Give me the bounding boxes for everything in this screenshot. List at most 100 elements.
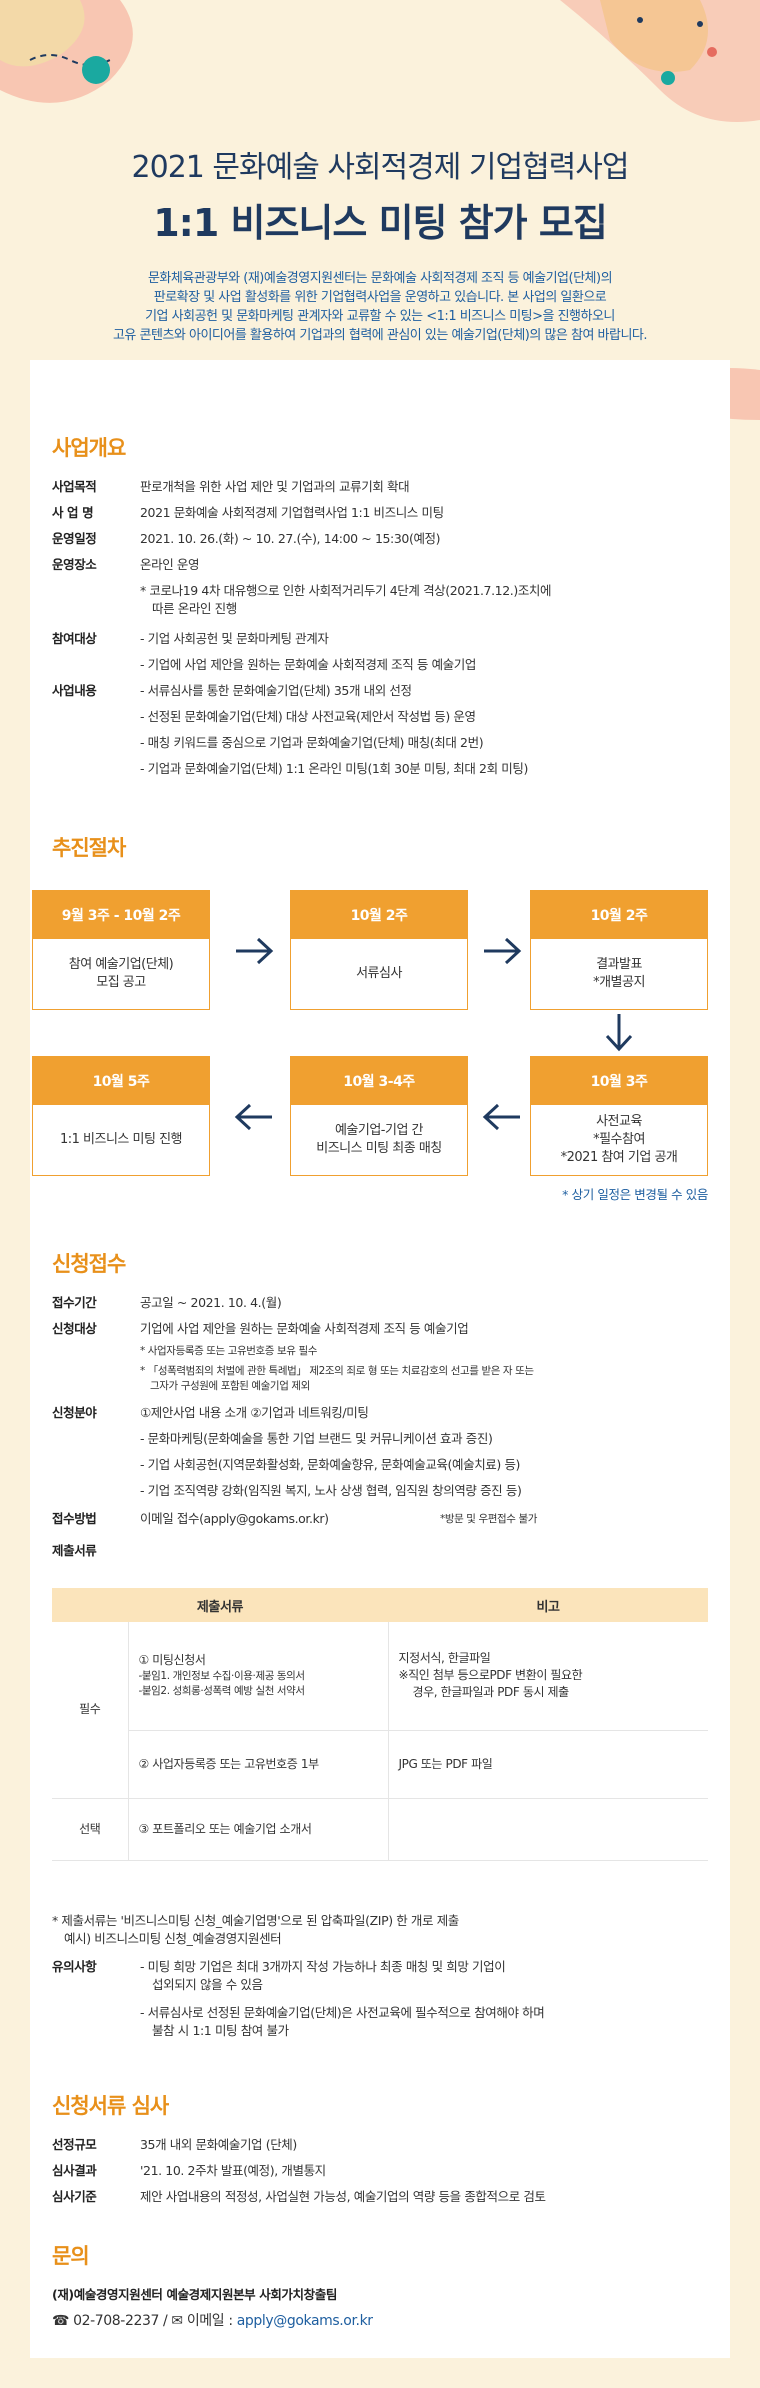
mail-icon: ✉ (171, 2313, 183, 2329)
table-cell: ③ 포트폴리오 또는 예술기업 소개서 (128, 1798, 389, 1861)
step-date: 10월 3주 (531, 1057, 707, 1105)
table-row: 필수 ① 미팅신청서 -붙임1. 개인정보 수집·이용·제공 동의서 -붙임2.… (52, 1622, 708, 1799)
process-step-2: 10월 2주 서류심사 (290, 890, 468, 1010)
row-value: - 기업 사회공헌(지역문화활성화, 문화예술향유, 문화예술교육(예술치료) … (140, 1457, 521, 1472)
process-step-6: 10월 5주 1:1 비즈니스 미팅 진행 (32, 1056, 210, 1176)
step-desc: 1:1 비즈니스 미팅 진행 (33, 1105, 209, 1175)
step-line: *2021 참여 기업 공개 (560, 1150, 678, 1165)
table-cell: 지정서식, 한글파일 ※직인 첨부 등으로PDF 변환이 필요한 경우, 한글파… (388, 1622, 708, 1731)
intro-line: 기업 사회공헌 및 문화마케팅 관계자와 교류할 수 있는 <1:1 비즈니스 … (145, 309, 615, 324)
step-desc: 결과발표 *개별공지 (531, 939, 707, 1009)
phone-icon: ☎ (52, 2313, 70, 2329)
doc-line: -붙임2. 성희롱·성폭력 예방 실천 서약서 (138, 1685, 306, 1698)
arrow-right-icon (236, 937, 274, 965)
step-date: 10월 2주 (531, 891, 707, 939)
target-note: * 「성폭력범죄의 처벌에 관한 특례법」 제2조의 죄로 형 또는 치료감호의… (140, 1365, 534, 1377)
method-note: *방문 및 우편접수 불가 (440, 1513, 538, 1525)
step-line: 예술기업-기업 간 (334, 1123, 424, 1138)
doc-note: 지정서식, 한글파일 (398, 1651, 491, 1666)
arrow-down-icon (605, 1014, 633, 1052)
contact-line: ☎ 02-708-2237 / ✉ 이메일 : apply@gokams.or.… (52, 2312, 373, 2330)
step-line: 비즈니스 미팅 최종 매칭 (316, 1141, 442, 1156)
header-intro: 문화체육관광부와 (재)예술경영지원센터는 문화예술 사회적경제 조직 등 예술… (0, 269, 760, 345)
table-header-row: 제출서류 비고 (52, 1588, 708, 1622)
table-cell: ① 미팅신청서 -붙임1. 개인정보 수집·이용·제공 동의서 -붙임2. 성희… (128, 1622, 389, 1731)
row-value: 공고일 ~ 2021. 10. 4.(월) (140, 1295, 282, 1310)
row-value: - 매칭 키워드를 중심으로 기업과 문화예술기업(단체) 매칭(최대 2번) (140, 735, 484, 750)
place-note: * 코로나19 4차 대유행으로 인한 사회적거리두기 4단계 격상(2021.… (140, 583, 552, 598)
process-title: 추진절차 (52, 836, 126, 860)
apply-email-link[interactable]: 이메일 접수(apply@gokams.or.kr) (140, 1511, 329, 1526)
doc-line: -붙임1. 개인정보 수집·이용·제공 동의서 (138, 1670, 306, 1683)
step-line: 참여 예술기업(단체) (68, 957, 174, 972)
row-value: 불참 시 1:1 미팅 참여 불가 (152, 2023, 289, 2038)
step-line: *개별공지 (593, 975, 645, 990)
step-line: 사전교육 (596, 1114, 642, 1129)
table-cell: 선택 (52, 1798, 129, 1861)
contact-title: 문의 (52, 2244, 90, 2268)
header-title: 1:1 비즈니스 미팅 참가 모집 (153, 201, 608, 245)
table-header: 비고 (388, 1588, 708, 1622)
contact-org: (재)예술경영지원센터 예술경제지원본부 사회가치창출팀 (52, 2287, 337, 2302)
row-key: 참여대상 (52, 631, 97, 646)
step-line: 서류심사 (356, 966, 402, 981)
row-value: - 문화마케팅(문화예술을 통한 기업 브랜드 및 커뮤니케이션 효과 증진) (140, 1431, 493, 1446)
process-step-4: 10월 3주 사전교육 *필수참여 *2021 참여 기업 공개 (530, 1056, 708, 1176)
header-subtitle: 2021 문화예술 사회적경제 기업협력사업 (131, 150, 630, 185)
row-value: - 미팅 희망 기업은 최대 3개까지 작성 가능하나 최종 매칭 및 희망 기… (140, 1959, 506, 1974)
step-desc: 참여 예술기업(단체) 모집 공고 (33, 939, 209, 1009)
row-value: - 서류심사를 통한 문화예술기업(단체) 35개 내외 선정 (140, 683, 412, 698)
row-value: 기업에 사업 제안을 원하는 문화예술 사회적경제 조직 등 예술기업 (140, 1321, 469, 1336)
contact-email-label: 이메일 : (186, 2313, 233, 2329)
step-line: 결과발표 (596, 957, 642, 972)
step-date: 10월 3-4주 (291, 1057, 467, 1105)
intro-line: 문화체육관광부와 (재)예술경영지원센터는 문화예술 사회적경제 조직 등 예술… (147, 271, 613, 286)
step-line: *필수참여 (593, 1132, 645, 1147)
row-key: 사 업 명 (52, 505, 94, 520)
table-cell: JPG 또는 PDF 파일 (388, 1730, 708, 1799)
arrow-left-icon (234, 1103, 272, 1131)
row-value: 2021 문화예술 사회적경제 기업협력사업 1:1 비즈니스 미팅 (140, 505, 444, 520)
intro-line: 판로확장 및 사업 활성화를 위한 기업협력사업을 운영하고 있습니다. 본 사… (153, 290, 607, 305)
row-value: - 기업 사회공헌 및 문화마케팅 관계자 (140, 631, 329, 646)
step-date: 10월 2주 (291, 891, 467, 939)
row-key: 사업목적 (52, 479, 97, 494)
step-desc: 사전교육 *필수참여 *2021 참여 기업 공개 (531, 1105, 707, 1175)
arrow-left-icon (482, 1103, 520, 1131)
intro-line: 고유 콘텐츠와 아이디어를 활용하여 기업과의 협력에 관심이 있는 예술기업(… (112, 328, 648, 343)
row-value: 섭외되지 않을 수 있음 (152, 1977, 263, 1992)
table-header: 제출서류 (52, 1588, 388, 1622)
step-date: 9월 3주 - 10월 2주 (33, 891, 209, 939)
row-value: 온라인 운영 (140, 557, 200, 572)
table-cell: 필수 (52, 1622, 129, 1799)
step-desc: 서류심사 (291, 939, 467, 1009)
row-value: 35개 내외 문화예술기업 (단체) (140, 2137, 297, 2152)
table-cell: ② 사업자등록증 또는 고유번호증 1부 (128, 1730, 389, 1799)
row-value: - 기업 조직역량 강화(임직원 복지, 노사 상생 협력, 임직원 창의역량 … (140, 1483, 522, 1498)
arrow-right-icon (484, 937, 522, 965)
row-value: - 선정된 문화예술기업(단체) 대상 사전교육(제안서 작성법 등) 운영 (140, 709, 476, 724)
row-key: 유의사항 (52, 1959, 97, 1974)
step-line: 모집 공고 (96, 975, 146, 990)
row-key: 접수기간 (52, 1295, 97, 1310)
row-value: - 기업에 사업 제안을 원하는 문화예술 사회적경제 조직 등 예술기업 (140, 657, 476, 672)
row-key: 운영일정 (52, 531, 97, 546)
contact-email-link[interactable]: apply@gokams.or.kr (236, 2313, 373, 2329)
docs-table: 제출서류 비고 필수 ① 미팅신청서 -붙임1. 개인정보 수집·이용·제공 동… (52, 1588, 708, 1861)
process-step-3: 10월 2주 결과발표 *개별공지 (530, 890, 708, 1010)
docs-note: 예시) 비즈니스미팅 신청_예술경영지원센터 (64, 1931, 282, 1946)
table-row: ② 사업자등록증 또는 고유번호증 1부 JPG 또는 PDF 파일 (52, 1730, 708, 1799)
row-key: 사업내용 (52, 683, 97, 698)
row-key: 심사결과 (52, 2163, 97, 2178)
review-title: 신청서류 심사 (52, 2094, 169, 2118)
target-note: 그자가 구성원에 포함된 예술기업 제외 (150, 1380, 310, 1392)
row-key: 선정규모 (52, 2137, 97, 2152)
process-note: * 상기 일정은 변경될 수 있음 (562, 1187, 708, 1202)
table-cell (388, 1798, 708, 1861)
row-value: 판로개척을 위한 사업 제안 및 기업과의 교류기회 확대 (140, 479, 410, 494)
row-value: ①제안사업 내용 소개 ②기업과 네트워킹/미팅 (140, 1405, 369, 1420)
doc-note: ※직인 첨부 등으로PDF 변환이 필요한 (398, 1668, 583, 1683)
